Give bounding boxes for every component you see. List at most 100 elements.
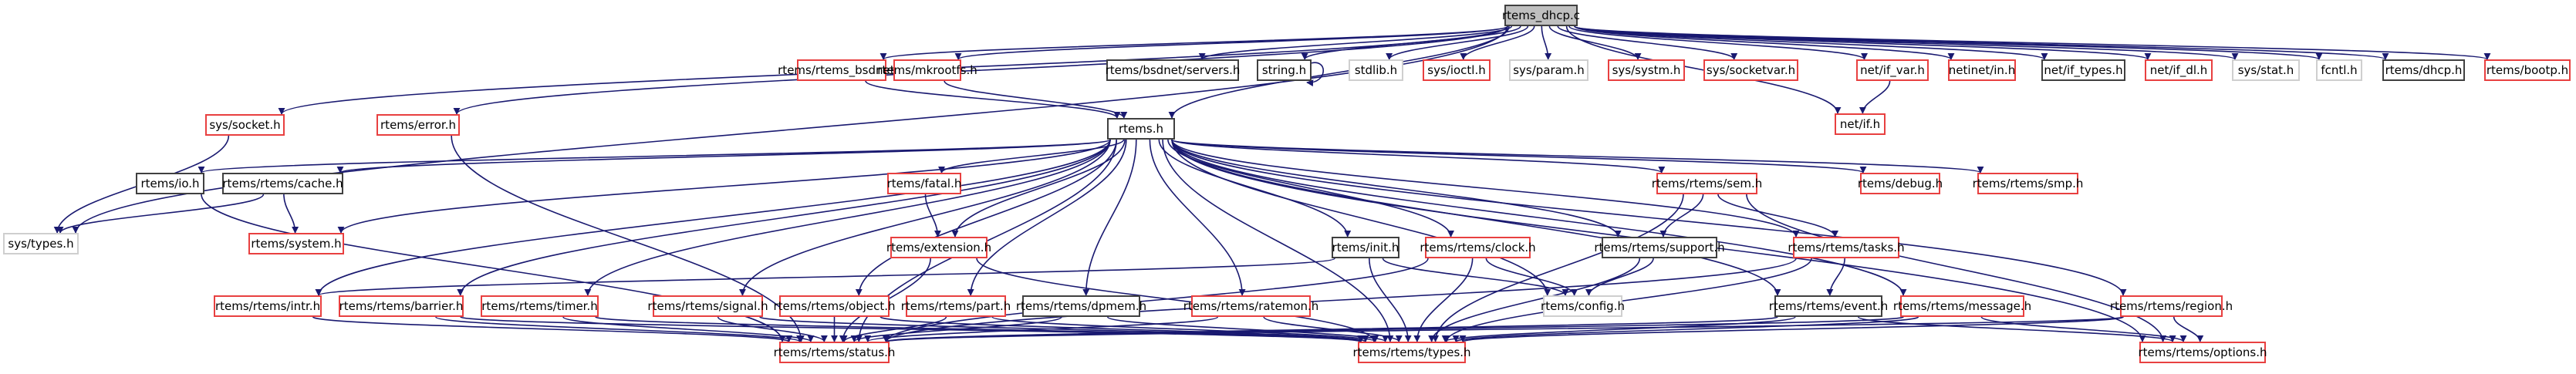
graph-node-clock-h[interactable]: rtems/rtems/clock.h	[1420, 237, 1536, 258]
graph-node-extension-h[interactable]: rtems/extension.h	[886, 237, 991, 258]
graph-node-io-h[interactable]: rtems/io.h	[136, 173, 204, 194]
graph-node-timer-h[interactable]: rtems/rtems/timer.h	[481, 295, 599, 317]
graph-node-dhcp-h[interactable]: rtems/dhcp.h	[2382, 59, 2465, 81]
edge-rtems-dhcp-c-to-servers-h	[1198, 25, 1513, 60]
edge-rtems-dhcp-c-to-bootp-h	[1574, 25, 2490, 60]
graph-node-signal-h[interactable]: rtems/rtems/signal.h	[647, 295, 768, 317]
graph-node-event-h[interactable]: rtems/rtems/event.h	[1769, 295, 1888, 317]
edge-sem-h-to-tasks-h	[1717, 194, 1839, 238]
edge-mkrootfs-h-to-rtems-h	[944, 80, 1128, 119]
graph-node-stdlib-h[interactable]: stdlib.h	[1349, 59, 1403, 81]
edge-message-h-to-options-h	[1980, 316, 2187, 342]
edge-rtems-h-to-intr-h	[315, 139, 1111, 296]
graph-node-servers-h[interactable]: rtems/bsdnet/servers.h	[1106, 59, 1240, 81]
graph-node-types-h[interactable]: rtems/rtems/types.h	[1352, 342, 1471, 363]
edge-rtems-h-to-signal-h	[738, 139, 1111, 296]
edge-fatal-h-to-extension-h	[924, 194, 941, 238]
edge-support-h-to-config-h	[1585, 258, 1654, 296]
graph-node-socket-h[interactable]: sys/socket.h	[205, 114, 285, 136]
graph-node-init-h[interactable]: rtems/init.h	[1332, 237, 1399, 258]
edge-sem-h-to-support-h	[1659, 194, 1704, 238]
graph-node-tasks-h[interactable]: rtems/rtems/tasks.h	[1788, 237, 1905, 258]
edge-rtems-h-to-smp-h	[1171, 139, 1983, 174]
edge-rtems-dhcp-c-to-netinet-in-h	[1574, 25, 1955, 60]
graph-node-support-h[interactable]: rtems/rtems/support.h	[1594, 237, 1725, 258]
edge-rtems-dhcp-c-to-sys-types-h	[72, 25, 1508, 234]
edge-cache-h-to-system-h	[283, 194, 299, 234]
edge-init-h-to-types-h	[1369, 258, 1412, 342]
graph-node-systm-h[interactable]: sys/systm.h	[1608, 59, 1685, 81]
edge-rtems-h-to-part-h	[967, 139, 1127, 296]
edge-signal-h-to-status-h	[717, 316, 828, 342]
edge-rtems-dhcp-c-to-stdlib-h	[1386, 25, 1529, 60]
graph-node-sem-h[interactable]: rtems/rtems/sem.h	[1652, 173, 1762, 194]
graph-node-config-h[interactable]: rtems/config.h	[1541, 295, 1625, 317]
edge-event-h-to-options-h	[1858, 316, 2176, 342]
graph-node-cache-h[interactable]: rtems/rtems/cache.h	[222, 173, 343, 194]
graph-node-if-types-h[interactable]: net/if_types.h	[2041, 59, 2125, 81]
edge-rtems-h-to-timer-h	[584, 139, 1111, 296]
edge-rtems-h-to-system-h	[337, 139, 1111, 234]
graph-node-mkrootfs-h[interactable]: rtems/mkrootfs.h	[877, 59, 977, 81]
edge-dpmem-h-to-types-h	[1106, 316, 1389, 342]
edge-rtems-h-to-object-h	[855, 139, 1117, 296]
edge-dpmem-h-to-status-h	[850, 316, 1062, 342]
graph-node-dpmem-h[interactable]: rtems/rtems/dpmem.h	[1016, 295, 1146, 317]
graph-node-status-h[interactable]: rtems/rtems/status.h	[774, 342, 895, 363]
graph-node-ioctl-h[interactable]: sys/ioctl.h	[1423, 59, 1491, 81]
graph-node-fcntl-h[interactable]: fcntl.h	[2316, 59, 2362, 81]
edge-io-h-to-status-h	[201, 194, 786, 342]
graph-node-error-h[interactable]: rtems/error.h	[376, 114, 460, 136]
edge-sem-h-to-types-h	[1432, 194, 1684, 342]
edge-cache-h-to-sys-types-h	[56, 194, 265, 234]
graph-node-intr-h[interactable]: rtems/rtems/intr.h	[214, 295, 322, 317]
graph-node-system-h[interactable]: rtems/system.h	[248, 233, 344, 254]
edge-sem-h-to-options-h	[1746, 194, 2167, 342]
graph-node-netinet-in-h[interactable]: netinet/in.h	[1948, 59, 2016, 81]
edge-rtems-h-to-extension-h	[951, 139, 1126, 238]
graph-node-stat-h[interactable]: sys/stat.h	[2232, 59, 2300, 81]
graph-node-if-var-h[interactable]: net/if_var.h	[1856, 59, 1929, 81]
edge-rtems-dhcp-c-to-mkrootfs-h	[954, 25, 1508, 60]
graph-node-string-h[interactable]: string.h	[1257, 59, 1312, 81]
edge-object-h-to-types-h	[879, 316, 1369, 342]
graph-node-socketvar-h[interactable]: sys/socketvar.h	[1703, 59, 1798, 81]
edge-tasks-h-to-status-h	[883, 258, 1797, 342]
edge-init-h-to-config-h	[1382, 258, 1569, 296]
graph-node-message-h[interactable]: rtems/rtems/message.h	[1893, 295, 2031, 317]
graph-node-bootp-h[interactable]: rtems/bootp.h	[2484, 59, 2571, 81]
graph-node-part-h[interactable]: rtems/rtems/part.h	[901, 295, 1011, 317]
edge-barrier-h-to-status-h	[435, 316, 803, 342]
graph-node-fatal-h[interactable]: rtems/fatal.h	[887, 173, 961, 194]
edge-rtems-h-to-region-h	[1171, 139, 2127, 296]
edge-rtems-dhcp-c-to-net-if-h	[1565, 25, 1842, 114]
graph-node-object-h[interactable]: rtems/rtems/object.h	[774, 295, 896, 317]
graph-node-barrier-h[interactable]: rtems/rtems/barrier.h	[339, 295, 464, 317]
edge-rtems-h-to-cache-h	[336, 139, 1111, 174]
graph-node-rtems-bsdnet-h[interactable]: rtems/rtems_bsdnet.h	[778, 59, 906, 81]
graph-node-param-h[interactable]: sys/param.h	[1509, 59, 1588, 81]
edge-timer-h-to-status-h	[562, 316, 815, 342]
graph-node-options-h[interactable]: rtems/rtems/options.h	[2138, 342, 2267, 363]
edge-rtems-dhcp-c-to-error-h	[453, 25, 1508, 115]
edge-intr-h-to-status-h	[312, 316, 792, 342]
graph-node-debug-h[interactable]: rtems/debug.h	[1858, 173, 1943, 194]
edge-rtems-dhcp-c-to-ioctl-h	[1460, 25, 1535, 60]
graph-node-net-if-h[interactable]: net/if.h	[1835, 113, 1886, 135]
edge-rtems-dhcp-c-to-param-h	[1541, 25, 1552, 60]
edge-rtems-h-to-init-h	[1158, 139, 1352, 238]
graph-node-ratemon-h[interactable]: rtems/rtems/ratemon.h	[1183, 295, 1318, 317]
edge-rtems-dhcp-c-to-systm-h	[1548, 25, 1642, 60]
edge-rtems-bsdnet-h-to-rtems-h	[865, 80, 1121, 119]
graph-node-sys-types-h[interactable]: sys/types.h	[3, 233, 79, 254]
edge-support-h-to-types-h	[1428, 258, 1641, 342]
graph-node-region-h[interactable]: rtems/rtems/region.h	[2110, 295, 2233, 317]
graph-node-smp-h[interactable]: rtems/rtems/smp.h	[1973, 173, 2083, 194]
edge-rtems-h-to-message-h	[1171, 139, 1907, 296]
edge-rtems-dhcp-c-to-rtems-h	[1168, 25, 1510, 119]
edge-rtems-dhcp-c-to-dhcp-h	[1574, 25, 2389, 60]
graph-node-if-dl-h[interactable]: net/if_dl.h	[2145, 59, 2213, 81]
edge-rtems-h-to-support-h	[1171, 139, 1622, 238]
graph-node-rtems-h[interactable]: rtems.h	[1107, 118, 1175, 140]
